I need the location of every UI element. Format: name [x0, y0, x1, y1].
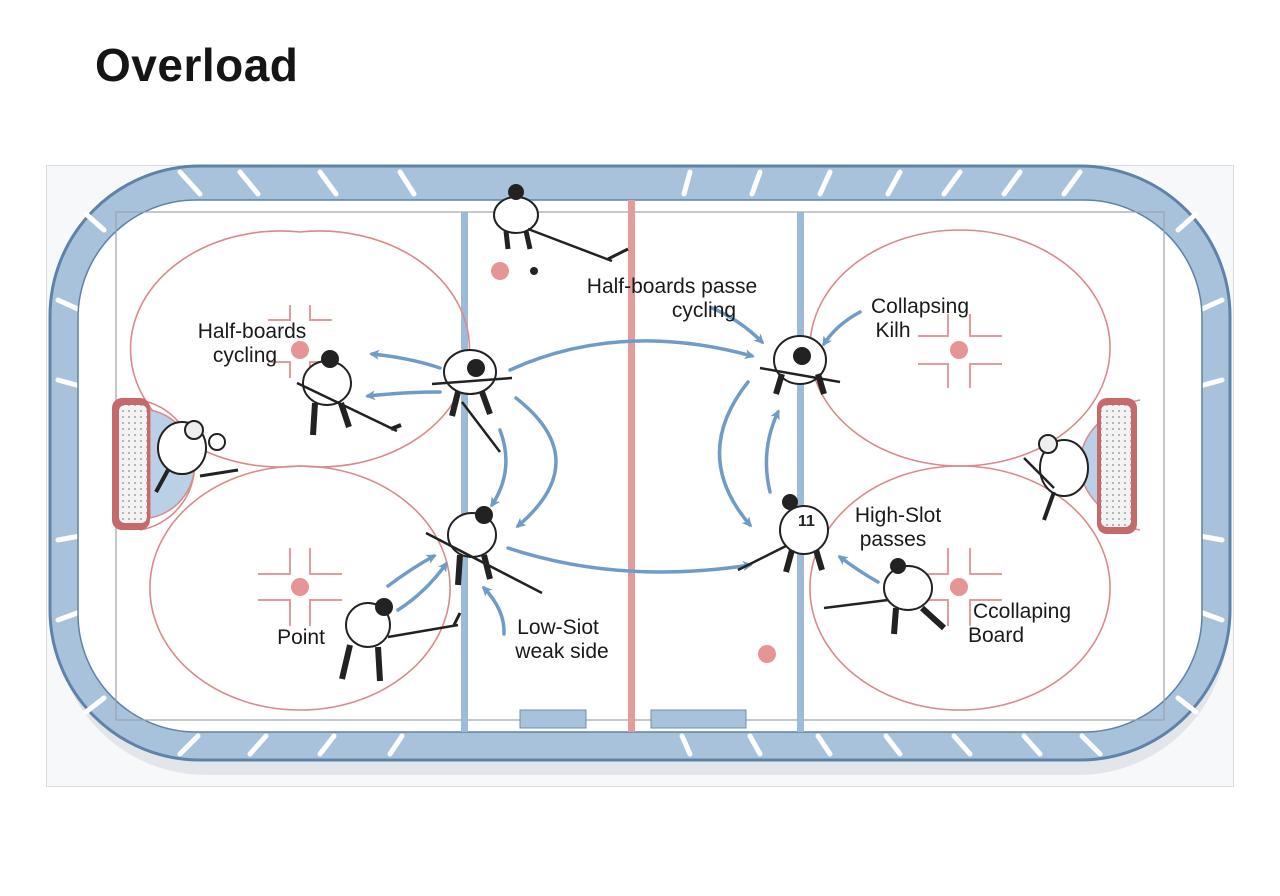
label-high-slot-line2: passes [860, 528, 927, 551]
blue-line-right [797, 212, 804, 732]
play-arrows [365, 306, 880, 636]
goalie-right [1023, 434, 1089, 521]
right-goal-net [1097, 398, 1137, 534]
arrow-collapsing-kilh [822, 310, 862, 347]
arrow-short-down [490, 428, 508, 508]
player-half-boards-left [296, 350, 402, 436]
label-collapsing-kilh-line1: Collapsing [871, 295, 969, 318]
faceoff-hashmarks [258, 305, 1002, 626]
players: 11 [154, 184, 1089, 682]
arrow-loop-right [717, 380, 752, 528]
player-point [339, 598, 462, 682]
faceoff-dots [291, 262, 968, 663]
arrow-to-right-player [710, 306, 765, 345]
label-half-boards-cycling-line1: Half-boards [198, 320, 307, 343]
svg-text:11: 11 [798, 513, 815, 530]
label-point: Point [277, 626, 325, 649]
page-title: Overload [95, 39, 299, 91]
arrow-up-right [764, 409, 780, 494]
arrow-cross-ice-bottom [506, 546, 753, 574]
arrow-to-half-boards-2 [365, 390, 442, 401]
board-markings [55, 169, 1225, 757]
player-right-top [759, 335, 841, 395]
goalie-left [154, 420, 239, 493]
player-right-high-slot [823, 558, 947, 635]
left-goal-net [112, 398, 150, 530]
label-collapsing-board-line2: Board [968, 624, 1024, 647]
label-half-boards-passe-line2: cycling [672, 299, 736, 322]
arrow-high-slot [837, 555, 880, 584]
arrow-low-slot [481, 585, 506, 636]
label-low-slot-line2: weak side [514, 640, 608, 663]
arrow-point-1 [386, 554, 437, 588]
label-collapsing-board-line1: Ccollaping [973, 600, 1071, 623]
player-slot-left [425, 506, 543, 595]
diagram-labels: Half-boards cycling Point Low-Siot weak … [198, 275, 1071, 663]
player-top-center [493, 184, 629, 275]
arrow-cross-ice-top [508, 339, 755, 372]
arrow-loop-left [514, 396, 558, 528]
player-right-slot: 11 [737, 494, 829, 573]
label-half-boards-passe-line1: Half-boards passe [587, 275, 757, 298]
label-half-boards-cycling-line2: cycling [213, 344, 277, 367]
right-bottom-faceoff-circle [809, 465, 1111, 711]
player-blueline-top [431, 349, 513, 453]
left-bottom-faceoff-circle [149, 465, 451, 711]
blue-line-left [461, 212, 468, 732]
bench-box-left [519, 709, 587, 729]
label-high-slot-line1: High-Slot [855, 504, 942, 527]
label-low-slot-line1: Low-Siot [517, 616, 599, 639]
arrow-to-half-boards-1 [369, 349, 442, 370]
label-collapsing-kilh-line2: Kilh [875, 319, 910, 342]
bench-box-right [650, 709, 747, 729]
arrow-point-2 [396, 561, 448, 612]
center-red-line [628, 200, 635, 732]
